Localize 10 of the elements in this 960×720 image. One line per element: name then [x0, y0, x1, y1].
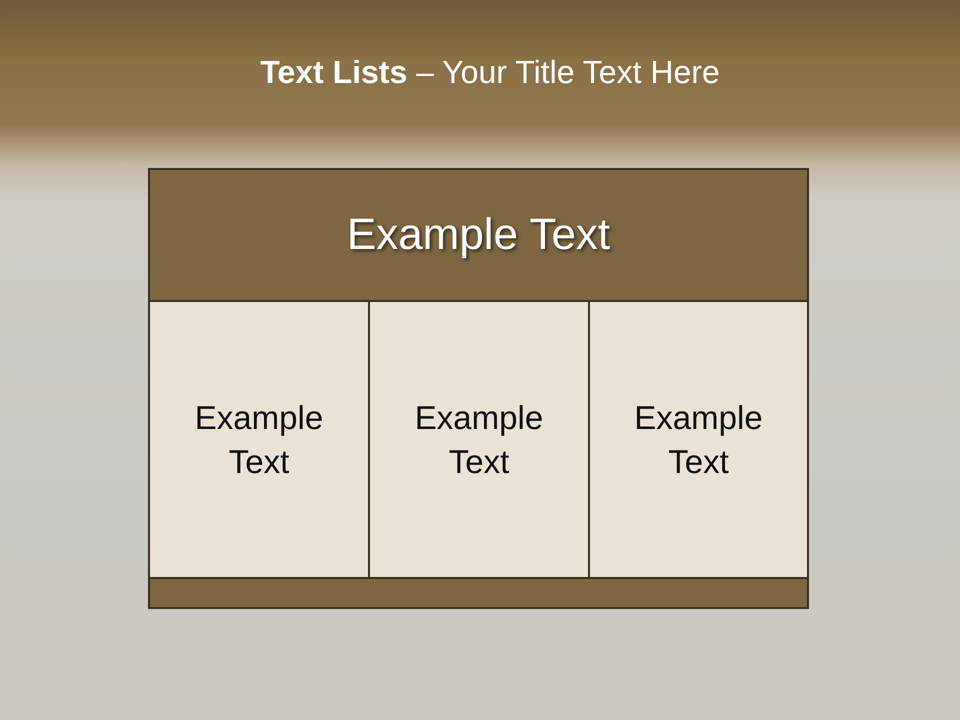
header-text: Example Text [346, 210, 610, 260]
text-panel [368, 300, 590, 579]
panel-text: Example Text [414, 398, 544, 482]
panel-text: Example Text [194, 398, 324, 482]
header-band [148, 168, 809, 302]
text-panel [588, 300, 809, 579]
slide-title: Text Lists – Your Title Text Here [260, 54, 720, 91]
footer-bar [148, 577, 809, 609]
panel-text: Example Text [633, 398, 764, 482]
text-panel [148, 300, 370, 579]
